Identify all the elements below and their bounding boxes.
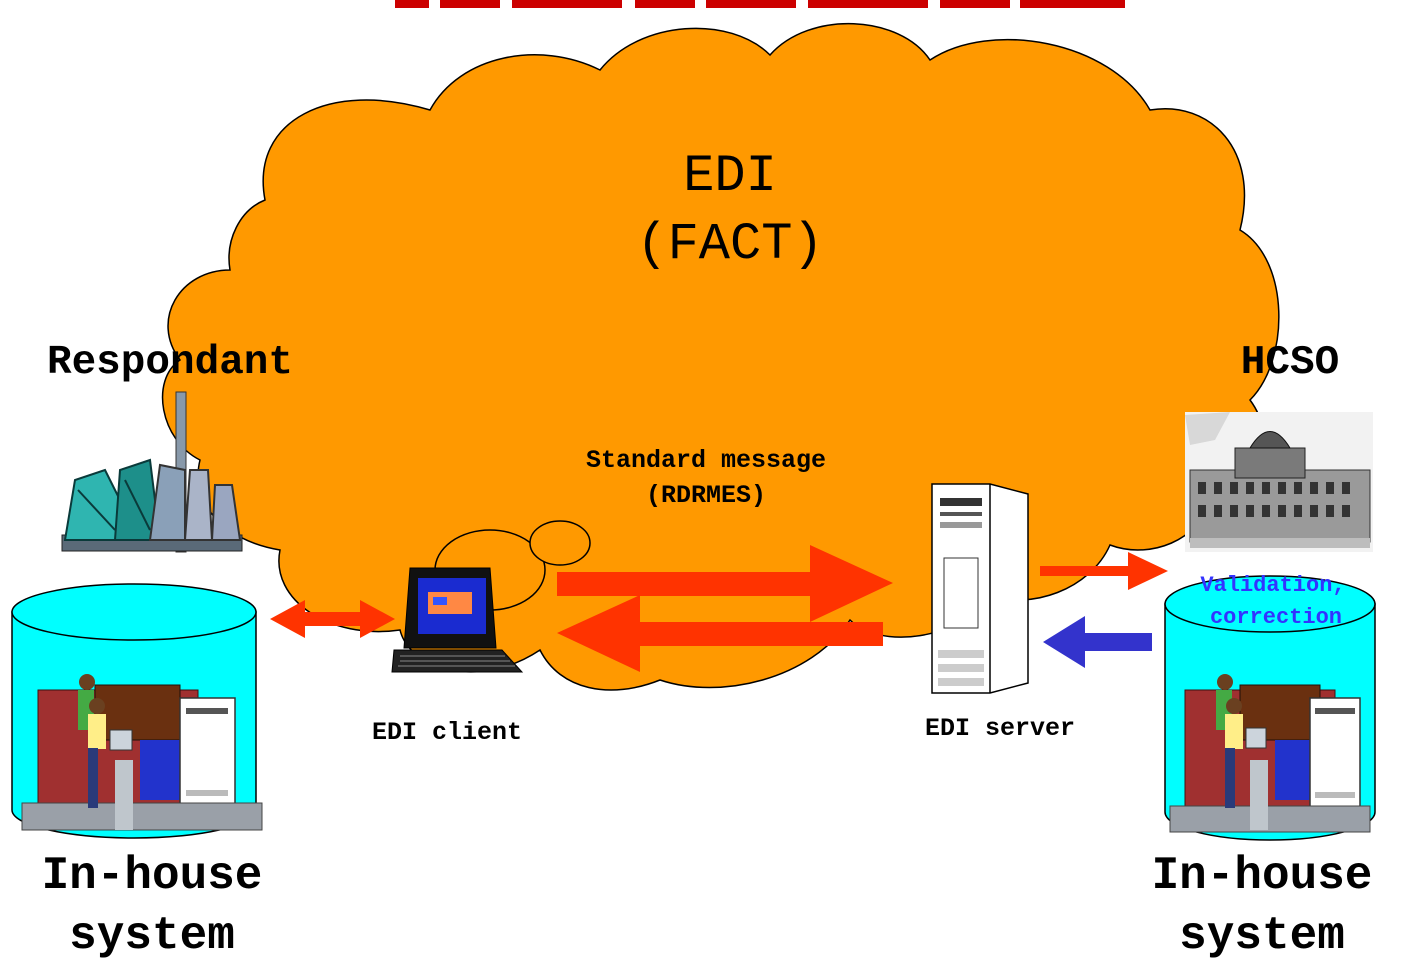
edi-server-label: EDI server [925, 714, 1075, 743]
cut-off-title [395, 0, 1125, 8]
cloud-title-line1: EDI [683, 147, 777, 206]
edi-client-label: EDI client [372, 718, 522, 747]
right-system-label-line2: system [1179, 910, 1345, 958]
left-system-label-line2: system [69, 910, 235, 958]
right-system-label-line1: In-house [1152, 850, 1373, 902]
right-office-workers-icon [1169, 674, 1371, 833]
arrow-server-to-client [557, 595, 883, 672]
factory-icon [61, 391, 243, 553]
left-office-workers-icon [21, 674, 263, 831]
validation-label-line1: Validation, [1200, 573, 1345, 598]
arrow-client-to-server [557, 545, 893, 622]
left-system-label-line1: In-house [42, 850, 263, 902]
arrow-server-to-hcso [1040, 552, 1168, 590]
cloud-title-line2: (FACT) [636, 215, 823, 274]
arrow-system-client-bidirectional [270, 600, 395, 638]
arrow-system-to-server [1043, 616, 1152, 668]
message-label-line2: (RDRMES) [646, 481, 766, 510]
building-icon [1185, 412, 1373, 552]
laptop-icon [391, 567, 524, 673]
message-label-line1: Standard message [586, 446, 826, 475]
server-tower-icon [931, 483, 1029, 694]
hcso-label: HCSO [1241, 340, 1339, 386]
respondant-label: Respondant [47, 340, 293, 386]
validation-label-line2: correction [1210, 605, 1342, 630]
